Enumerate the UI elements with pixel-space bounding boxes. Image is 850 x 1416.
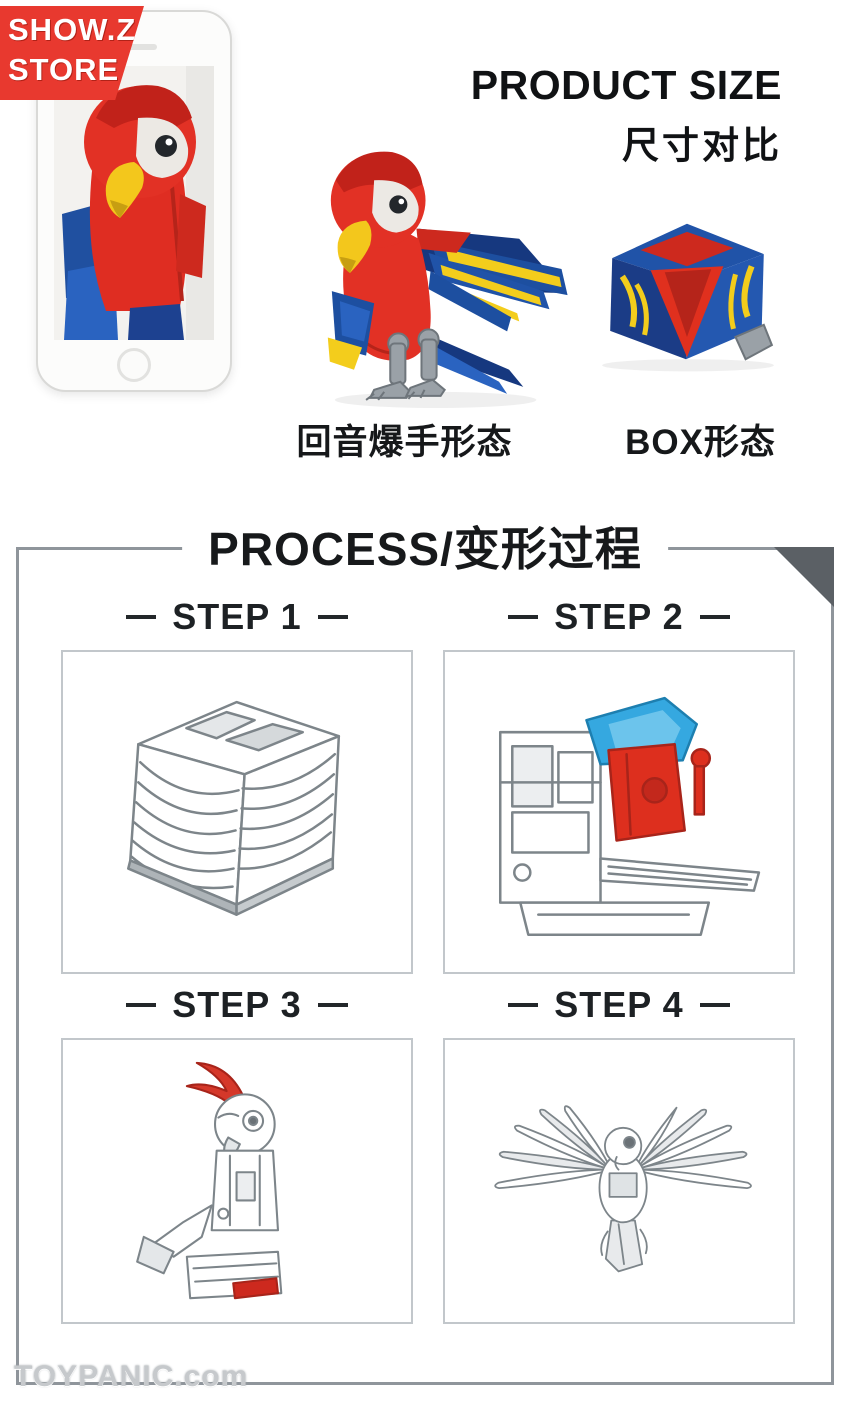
step-4-illustration bbox=[494, 1105, 753, 1273]
step-4-block: STEP 4 bbox=[443, 984, 795, 1324]
step-2-frame bbox=[443, 650, 795, 974]
parrot-form-label: 回音爆手形态 bbox=[296, 423, 513, 462]
step-3-title: STEP 3 bbox=[61, 984, 413, 1026]
step-3-label: STEP 3 bbox=[172, 984, 302, 1025]
phone-home-button bbox=[117, 348, 151, 382]
step-1-illustration bbox=[127, 700, 341, 916]
store-watermark-line2: STORE bbox=[8, 52, 120, 87]
box-form-label: BOX形态 bbox=[625, 423, 776, 462]
parrot-illustration bbox=[327, 151, 568, 408]
step-4-title: STEP 4 bbox=[443, 984, 795, 1026]
step-1-frame bbox=[61, 650, 413, 974]
step-2-label: STEP 2 bbox=[554, 596, 684, 637]
step-2-title: STEP 2 bbox=[443, 596, 795, 638]
store-watermark-line1: SHOW.Z bbox=[8, 12, 137, 47]
product-size-title: PRODUCT SIZE 尺寸对比 bbox=[471, 62, 782, 169]
parrot-closeup-illustration bbox=[54, 66, 214, 340]
box-illustration bbox=[602, 223, 774, 372]
step-title-dash bbox=[126, 1003, 157, 1007]
step-3-illustration bbox=[136, 1062, 283, 1300]
step-title-dash bbox=[508, 1003, 539, 1007]
showz-store-watermark: SHOW.Z STORE bbox=[0, 6, 144, 100]
phone-screen-photo bbox=[54, 66, 214, 340]
step-title-dash bbox=[317, 615, 348, 619]
phone-frame bbox=[36, 10, 232, 392]
step-2-block: STEP 2 bbox=[443, 596, 795, 974]
step-title-dash bbox=[508, 615, 539, 619]
box-form-figure bbox=[592, 206, 784, 376]
step-4-label: STEP 4 bbox=[554, 984, 684, 1025]
process-section: PROCESS/变形过程 STEP 1 bbox=[16, 518, 834, 1385]
step-1-label: STEP 1 bbox=[172, 596, 302, 637]
step-title-dash bbox=[126, 615, 157, 619]
product-size-title-en: PRODUCT SIZE bbox=[470, 62, 782, 108]
product-size-title-cn: 尺寸对比 bbox=[622, 125, 782, 166]
step-title-dash bbox=[699, 615, 730, 619]
parrot-robot-figure bbox=[268, 140, 578, 412]
step-3-frame bbox=[61, 1038, 413, 1324]
step-title-dash bbox=[699, 1003, 730, 1007]
phone-speaker bbox=[111, 44, 157, 50]
step-4-frame bbox=[443, 1038, 795, 1324]
step-3-block: STEP 3 bbox=[61, 984, 413, 1324]
toypanic-watermark: TOYPANIC.com bbox=[14, 1360, 249, 1393]
step-1-title: STEP 1 bbox=[61, 596, 413, 638]
step-title-dash bbox=[317, 1003, 348, 1007]
process-title: PROCESS/变形过程 bbox=[182, 518, 668, 580]
step-2-illustration bbox=[499, 696, 761, 936]
step-1-block: STEP 1 bbox=[61, 596, 413, 974]
